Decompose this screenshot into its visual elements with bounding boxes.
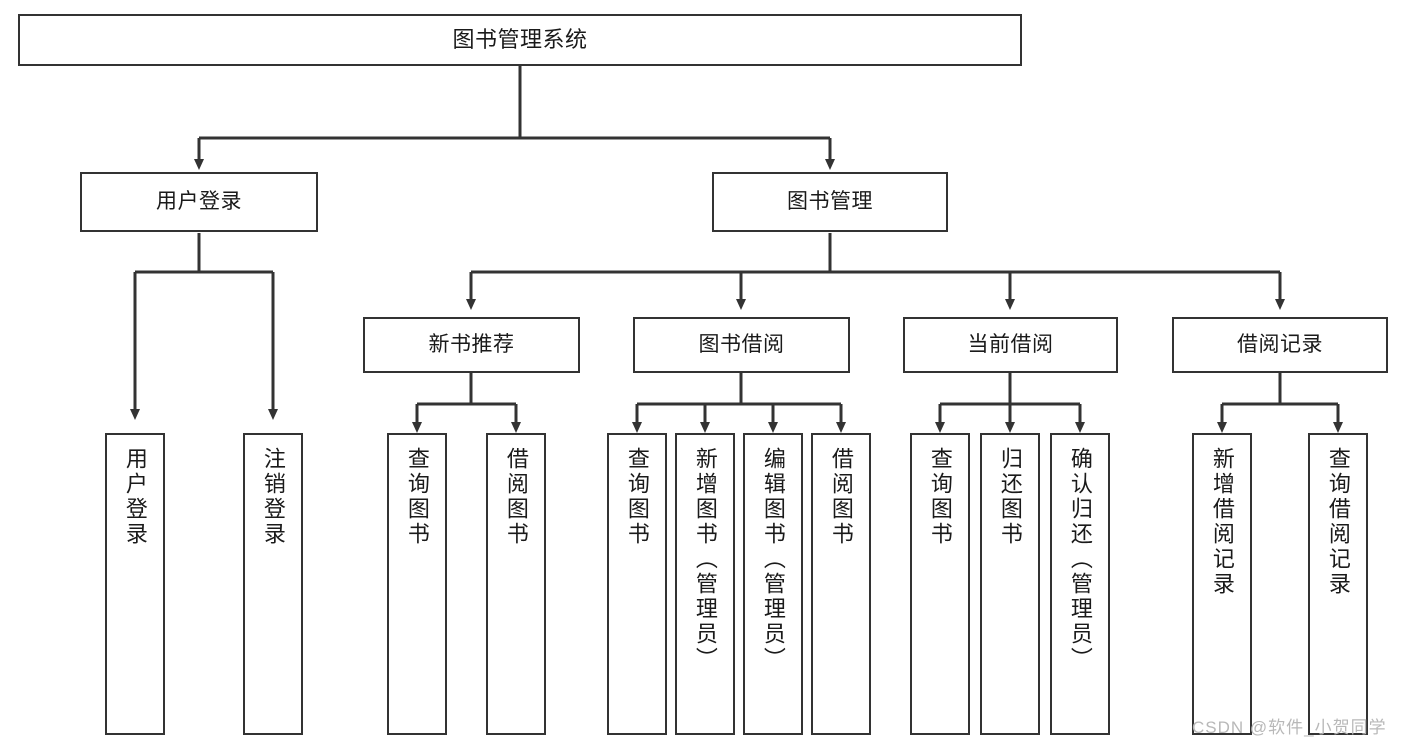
node-label: 图书管理系统	[452, 27, 588, 53]
csdn-watermark: CSDN @软件_小贺同学	[1192, 718, 1387, 737]
leaf-book-borrow-edit[interactable]: 编辑图书（管理员）	[743, 433, 803, 735]
leaf-borrow-record-add[interactable]: 新增借阅记录	[1192, 433, 1252, 735]
node-label: 新增图书（管理员）	[692, 447, 718, 672]
node-label: 查询图书	[927, 447, 953, 547]
leaf-current-borrow-confirm[interactable]: 确认归还（管理员）	[1050, 433, 1110, 735]
node-label: 用户登录	[122, 447, 148, 547]
leaf-book-borrow-query[interactable]: 查询图书	[607, 433, 667, 735]
leaf-user-login-signout[interactable]: 注销登录	[243, 433, 303, 735]
node-label: 图书借阅	[698, 332, 785, 356]
node-label: 用户登录	[156, 189, 242, 213]
node-label: 图书管理	[787, 189, 873, 213]
node-borrow-record[interactable]: 借阅记录	[1172, 317, 1388, 373]
node-new-book-recommend[interactable]: 新书推荐	[363, 317, 580, 373]
node-root-system[interactable]: 图书管理系统	[18, 14, 1022, 66]
leaf-new-book-borrow[interactable]: 借阅图书	[486, 433, 546, 735]
node-label: 确认归还（管理员）	[1067, 447, 1093, 672]
node-label: 借阅记录	[1237, 332, 1323, 356]
node-book-management[interactable]: 图书管理	[712, 172, 948, 232]
node-label: 归还图书	[997, 447, 1023, 547]
leaf-current-borrow-return[interactable]: 归还图书	[980, 433, 1040, 735]
node-label: 借阅图书	[503, 447, 529, 547]
node-user-login[interactable]: 用户登录	[80, 172, 318, 232]
node-label: 查询图书	[404, 447, 430, 547]
node-current-borrow[interactable]: 当前借阅	[903, 317, 1118, 373]
node-label: 新增借阅记录	[1209, 447, 1235, 597]
node-label: 新书推荐	[428, 332, 515, 356]
node-label: 借阅图书	[828, 447, 854, 547]
leaf-book-borrow-lend[interactable]: 借阅图书	[811, 433, 871, 735]
leaf-current-borrow-query[interactable]: 查询图书	[910, 433, 970, 735]
node-book-borrow[interactable]: 图书借阅	[633, 317, 850, 373]
leaf-new-book-query[interactable]: 查询图书	[387, 433, 447, 735]
leaf-user-login-signin[interactable]: 用户登录	[105, 433, 165, 735]
leaf-borrow-record-query[interactable]: 查询借阅记录	[1308, 433, 1368, 735]
node-label: 当前借阅	[967, 332, 1054, 356]
leaf-book-borrow-add[interactable]: 新增图书（管理员）	[675, 433, 735, 735]
node-label: 查询借阅记录	[1325, 447, 1351, 597]
node-label: 注销登录	[260, 447, 286, 547]
node-label: 查询图书	[624, 447, 650, 547]
node-label: 编辑图书（管理员）	[760, 447, 786, 672]
